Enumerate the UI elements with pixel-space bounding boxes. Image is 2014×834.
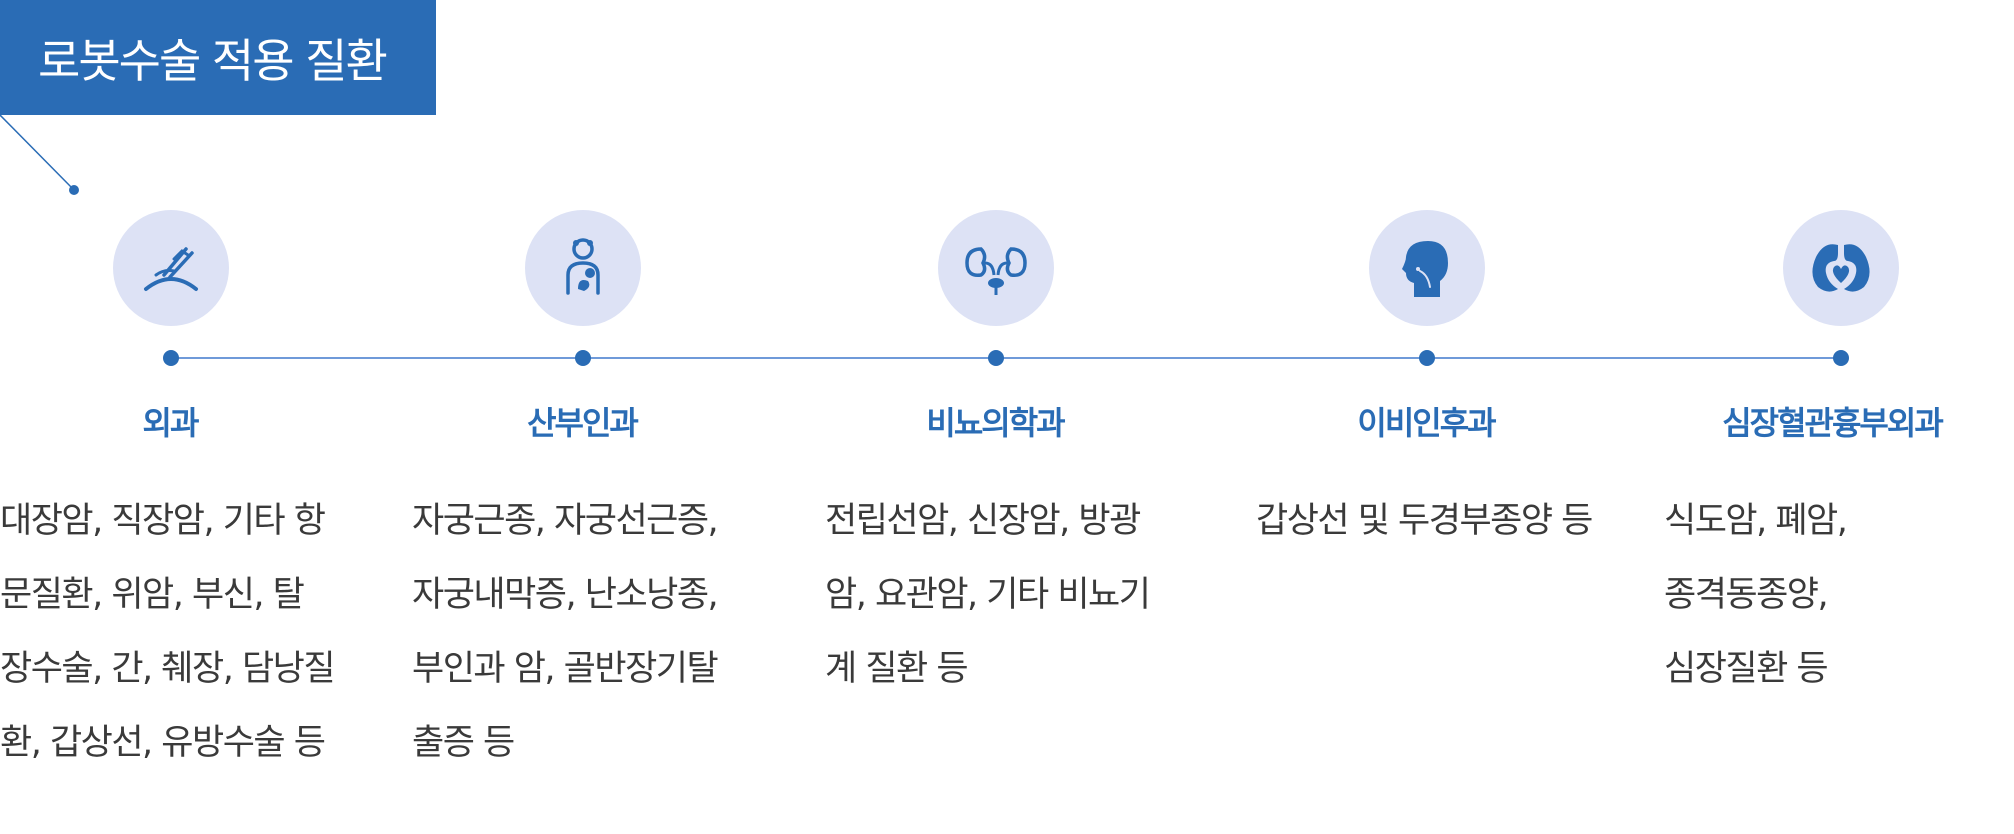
- icon-circle: [1369, 210, 1485, 326]
- description-line: 대장암, 직장암, 기타 항: [0, 501, 326, 541]
- scalpel-hand-icon: [144, 247, 198, 291]
- description-line: 부인과 암, 골반장기탈: [412, 649, 719, 689]
- department-ent: 이비인후과 갑상선 및 두경부종양 등: [1256, 0, 1616, 834]
- description-line: 장수술, 간, 췌장, 담낭질: [0, 649, 336, 689]
- description-line: 자궁근종, 자궁선근증,: [412, 501, 719, 541]
- department-description: 전립선암, 신장암, 방광 암, 요관암, 기타 비뇨기 계 질환 등: [825, 484, 1175, 706]
- icon-circle: [1783, 210, 1899, 326]
- lungs-heart-icon: [1812, 244, 1870, 292]
- timeline-node: [1833, 350, 1849, 366]
- icon-circle: [525, 210, 641, 326]
- mother-baby-icon: [566, 238, 600, 295]
- timeline-node: [575, 350, 591, 366]
- department-name: 비뇨의학과: [926, 404, 1065, 442]
- head-throat-icon: [1402, 241, 1448, 297]
- description-line: 출증 등: [412, 723, 515, 763]
- description-line: 환, 갑상선, 유방수술 등: [0, 723, 326, 763]
- department-name: 심장혈관흉부외과: [1722, 404, 1944, 442]
- kidney-icon: [965, 247, 1027, 295]
- description-line: 문질환, 위암, 부신, 탈: [0, 575, 305, 615]
- department-name: 외과: [142, 404, 200, 442]
- title-pointer: [0, 115, 79, 195]
- department-urology: 비뇨의학과 전립선암, 신장암, 방광 암, 요관암, 기타 비뇨기 계 질환 …: [825, 0, 1185, 834]
- department-description: 식도암, 폐암, 종격동종양, 심장질환 등: [1664, 484, 2014, 706]
- description-line: 암, 요관암, 기타 비뇨기: [825, 575, 1151, 615]
- title-banner: 로봇수술 적용 질환: [0, 0, 436, 115]
- icon-circle: [938, 210, 1054, 326]
- department-thoracic: 심장혈관흉부외과 식도암, 폐암, 종격동종양, 심장질환 등: [1664, 0, 2014, 834]
- department-description: 대장암, 직장암, 기타 항 문질환, 위암, 부신, 탈 장수술, 간, 췌장…: [0, 484, 350, 780]
- description-line: 갑상선 및 두경부종양 등: [1256, 501, 1593, 541]
- timeline-line: [170, 357, 1842, 359]
- description-line: 식도암, 폐암, 종격동종양,: [1664, 501, 1848, 615]
- department-description: 갑상선 및 두경부종양 등: [1256, 484, 1606, 558]
- description-line: 계 질환 등: [825, 649, 969, 689]
- department-description: 자궁근종, 자궁선근증, 자궁내막증, 난소낭종, 부인과 암, 골반장기탈 출…: [412, 484, 762, 780]
- timeline-node: [1419, 350, 1435, 366]
- description-line: 전립선암, 신장암, 방광: [825, 501, 1141, 541]
- department-obgyn: 산부인과 자궁근종, 자궁선근증, 자궁내막증, 난소낭종, 부인과 암, 골반…: [412, 0, 772, 834]
- department-name: 이비인후과: [1357, 404, 1496, 442]
- timeline-node: [163, 350, 179, 366]
- icon-circle: [113, 210, 229, 326]
- timeline-node: [988, 350, 1004, 366]
- department-surgery: 외과 대장암, 직장암, 기타 항 문질환, 위암, 부신, 탈 장수술, 간,…: [0, 0, 360, 834]
- description-line: 자궁내막증, 난소낭종,: [412, 575, 719, 615]
- page-title: 로봇수술 적용 질환: [38, 33, 388, 88]
- description-line: 심장질환 등: [1664, 649, 1829, 689]
- department-name: 산부인과: [527, 404, 639, 442]
